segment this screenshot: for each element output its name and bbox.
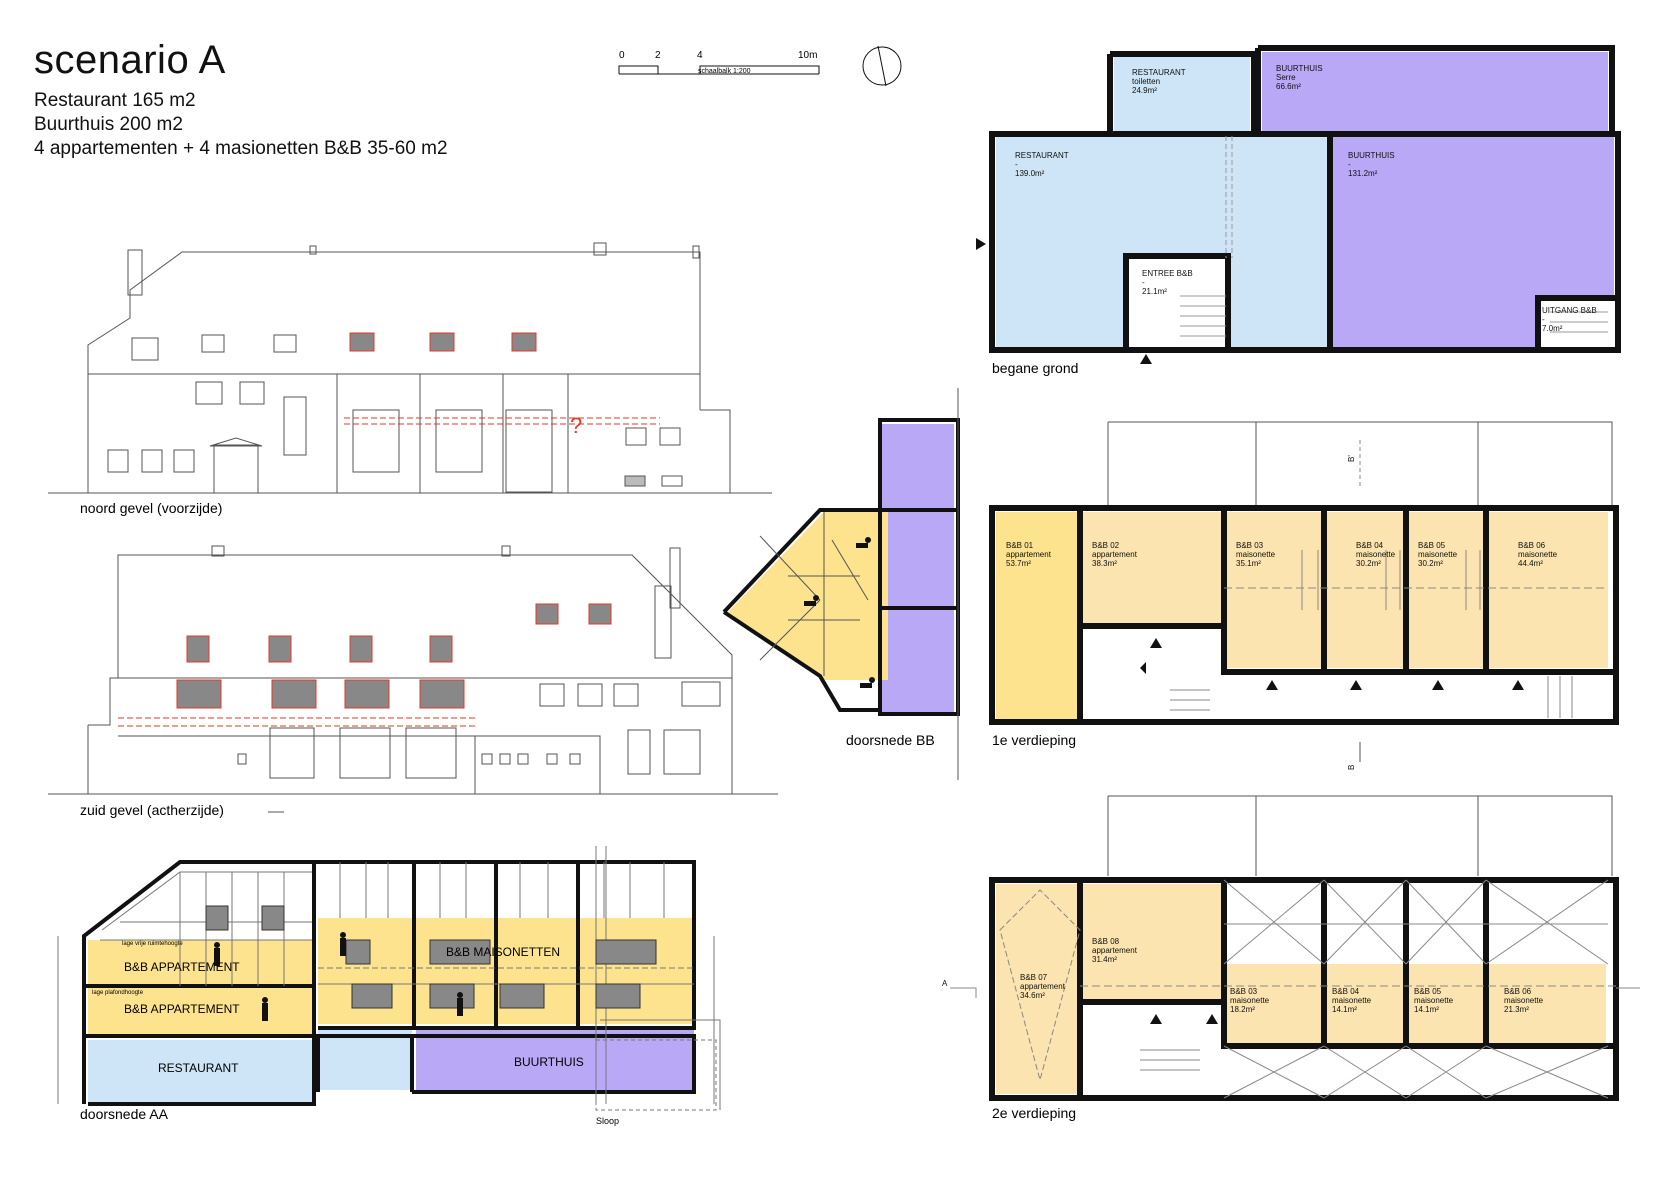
scale-caption: schaalbalk 1:200: [698, 68, 751, 75]
room-area: 38.3m²: [1092, 559, 1117, 568]
room-sub: appartement: [1092, 550, 1138, 559]
second-floor-plan: B&B 07 appartement 34.6m² B&B 08 apparte…: [942, 795, 1640, 1101]
room-name: BUURTHUIS: [1276, 64, 1323, 73]
room-area: 21.3m²: [1504, 1005, 1529, 1014]
room-area: 34.6m²: [1020, 991, 1045, 1000]
room-name: B&B 06: [1504, 987, 1532, 996]
room-name: B&B 02: [1092, 541, 1120, 550]
room-area: 24.9m²: [1132, 86, 1157, 95]
label-bnb-maisonetten: B&B MAISONETTEN: [446, 945, 560, 959]
room-name: B&B 08: [1092, 937, 1120, 946]
room-name: B&B 04: [1332, 987, 1360, 996]
room-sub: -: [1142, 278, 1145, 287]
room-name: B&B 05: [1414, 987, 1442, 996]
room-area: 66.6m²: [1276, 82, 1301, 91]
section-bb-caption: doorsnede BB: [846, 732, 935, 748]
room-area: 30.2m²: [1356, 559, 1381, 568]
note-low-ceiling: lage plafondhoogte: [92, 990, 144, 996]
ground-floor-plan: RESTAURANT toiletten 24.9m² BUURTHUIS Se…: [976, 45, 1621, 364]
room-area: 14.1m²: [1332, 1005, 1357, 1014]
north-arrow-icon: [862, 45, 902, 87]
room-sub: maisonette: [1414, 996, 1454, 1005]
svg-text:?: ?: [570, 413, 582, 438]
room-area: 131.2m²: [1348, 169, 1378, 178]
scale-bar: 0 2 4 10m schaalbalk 1:200: [618, 50, 820, 75]
section-mark-a: A: [942, 979, 948, 988]
room-sub: maisonette: [1356, 550, 1396, 559]
section-aa: B&B APPARTEMENT B&B APPARTEMENT B&B MAIS…: [57, 846, 721, 1126]
room-area: 44.4m²: [1518, 559, 1543, 568]
room-sub: maisonette: [1332, 996, 1372, 1005]
scale-tick-10m: 10m: [798, 50, 817, 61]
label-bnb-appartement-top: B&B APPARTEMENT: [124, 960, 240, 974]
note-low-headroom: lage vrije ruimtehoogte: [122, 941, 183, 947]
room-sub: maisonette: [1230, 996, 1270, 1005]
room-area: 139.0m²: [1015, 169, 1045, 178]
scale-tick-4: 4: [697, 50, 703, 61]
scale-tick-0: 0: [619, 50, 625, 61]
room-area: 18.2m²: [1230, 1005, 1255, 1014]
room-sub: appartement: [1092, 946, 1138, 955]
room-sub: toiletten: [1132, 77, 1160, 86]
section-mark-b-prime: B': [1347, 455, 1356, 462]
room-name: UITGANG B&B: [1542, 306, 1597, 315]
room-sub: -: [1542, 315, 1545, 324]
first-floor-plan: B&B 01 appartement 53.7m² B&B 02 apparte…: [989, 421, 1619, 770]
room-name: RESTAURANT: [1132, 68, 1186, 77]
person-figure-icon: [214, 932, 463, 1021]
program-line-buurthuis: Buurthuis 200 m2: [34, 114, 183, 135]
room-name: B&B 03: [1236, 541, 1264, 550]
south-facade-caption: zuid gevel (actherzijde): [80, 802, 224, 818]
room-name: B&B 07: [1020, 973, 1048, 982]
sloop-label: Sloop: [596, 1116, 619, 1126]
room-sub: appartement: [1006, 550, 1052, 559]
room-area: 30.2m²: [1418, 559, 1443, 568]
room-sub: -: [1015, 160, 1018, 169]
south-facade-elevation: [48, 545, 778, 813]
room-sub: maisonette: [1236, 550, 1276, 559]
room-name: B&B 03: [1230, 987, 1258, 996]
room-area: 35.1m²: [1236, 559, 1261, 568]
label-restaurant: RESTAURANT: [158, 1061, 239, 1075]
room-name: BUURTHUIS: [1348, 151, 1395, 160]
section-aa-caption: doorsnede AA: [80, 1106, 169, 1122]
scale-tick-2: 2: [655, 50, 661, 61]
room-name: ENTREE B&B: [1142, 269, 1193, 278]
first-floor-caption: 1e verdieping: [992, 732, 1076, 748]
section-mark-b: B: [1347, 765, 1356, 770]
ground-floor-caption: begane grond: [992, 360, 1078, 376]
room-name: B&B 04: [1356, 541, 1384, 550]
room-area: 31.4m²: [1092, 955, 1117, 964]
room-name: RESTAURANT: [1015, 151, 1069, 160]
section-bb: [722, 388, 960, 780]
room-sub: maisonette: [1418, 550, 1458, 559]
room-area: 21.1m²: [1142, 287, 1167, 296]
program-line-bnb: 4 appartementen + 4 masionetten B&B 35-6…: [34, 138, 448, 159]
room-sub: appartement: [1020, 982, 1066, 991]
label-bnb-appartement-bottom: B&B APPARTEMENT: [124, 1002, 240, 1016]
room-name: B&B 05: [1418, 541, 1446, 550]
room-area: 7.0m²: [1542, 324, 1563, 333]
room-name: B&B 06: [1518, 541, 1546, 550]
second-floor-caption: 2e verdieping: [992, 1105, 1076, 1121]
room-area: 53.7m²: [1006, 559, 1031, 568]
room-sub: -: [1348, 160, 1351, 169]
room-area: 14.1m²: [1414, 1005, 1439, 1014]
room-sub: maisonette: [1518, 550, 1558, 559]
room-name: B&B 01: [1006, 541, 1034, 550]
label-buurthuis: BUURTHUIS: [514, 1055, 584, 1069]
program-line-restaurant: Restaurant 165 m2: [34, 90, 196, 111]
sheet-title: scenario A: [34, 38, 226, 82]
north-facade-elevation: ?: [48, 242, 772, 494]
room-sub: maisonette: [1504, 996, 1544, 1005]
room-sub: Serre: [1276, 73, 1296, 82]
north-facade-caption: noord gevel (voorzijde): [80, 500, 222, 516]
